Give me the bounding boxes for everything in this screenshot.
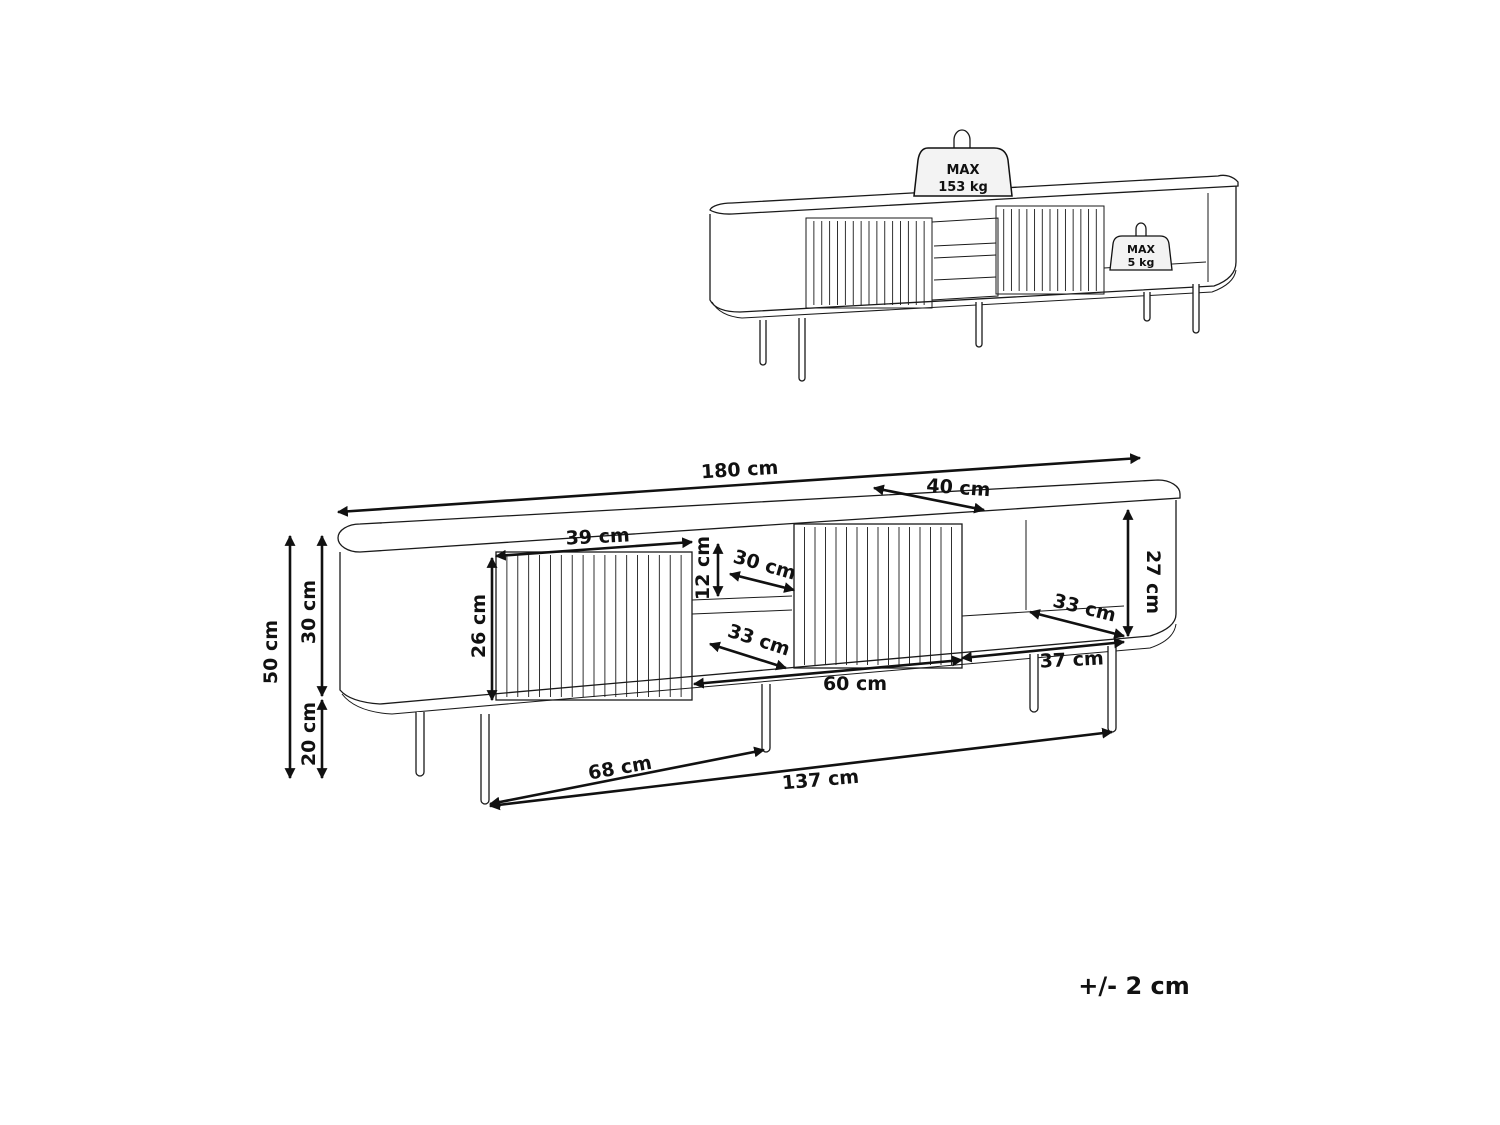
main-left-door [495, 551, 693, 701]
main-view: 180 cm 40 cm 39 cm 26 cm 12 cm 30 cm 33 … [260, 453, 1181, 811]
perspective-view: MAX 153 kg MAX 5 kg [709, 129, 1239, 382]
legs-top-view [759, 284, 1200, 382]
dim-drawer-depth: 30 cm [731, 546, 799, 585]
dim-center-width: 60 cm [823, 673, 887, 695]
weight-top-value: 153 kg [938, 180, 988, 195]
main-cabinet-body [339, 500, 1177, 705]
dimension-labels: 180 cm 40 cm 39 cm 26 cm 12 cm 30 cm 33 … [260, 457, 1164, 795]
right-door [995, 205, 1105, 295]
dimension-lines [284, 453, 1142, 811]
middle-drawers [931, 217, 999, 301]
dim-shelf-depth-center: 33 cm [725, 620, 793, 661]
weight-icon-top: MAX 153 kg [913, 129, 1013, 197]
dim-leg-height: 20 cm [298, 702, 320, 766]
weight-top-max: MAX [946, 163, 979, 178]
dim-total-height: 50 cm [260, 620, 282, 684]
dim-right-height: 27 cm [1142, 550, 1164, 614]
main-top-slab [337, 479, 1181, 553]
weight-icon-shelf: MAX 5 kg [1109, 222, 1173, 271]
main-middle-opening [691, 595, 793, 615]
left-door [805, 217, 933, 309]
dim-depth: 40 cm [926, 475, 992, 501]
dim-body-height: 30 cm [298, 580, 320, 644]
dim-door-width: 39 cm [565, 524, 630, 549]
tolerance-note: +/- 2 cm [1078, 972, 1189, 1000]
dim-total-width: 180 cm [700, 457, 779, 484]
top-slab [709, 174, 1239, 215]
weight-shelf-value: 5 kg [1128, 256, 1155, 269]
weight-shelf-max: MAX [1127, 243, 1155, 256]
dim-door-height: 26 cm [468, 594, 490, 658]
main-right-door [793, 523, 963, 669]
dim-right-width: 37 cm [1039, 647, 1104, 672]
legs-main-view [415, 646, 1117, 805]
dim-drawer-height: 12 cm [692, 536, 714, 600]
